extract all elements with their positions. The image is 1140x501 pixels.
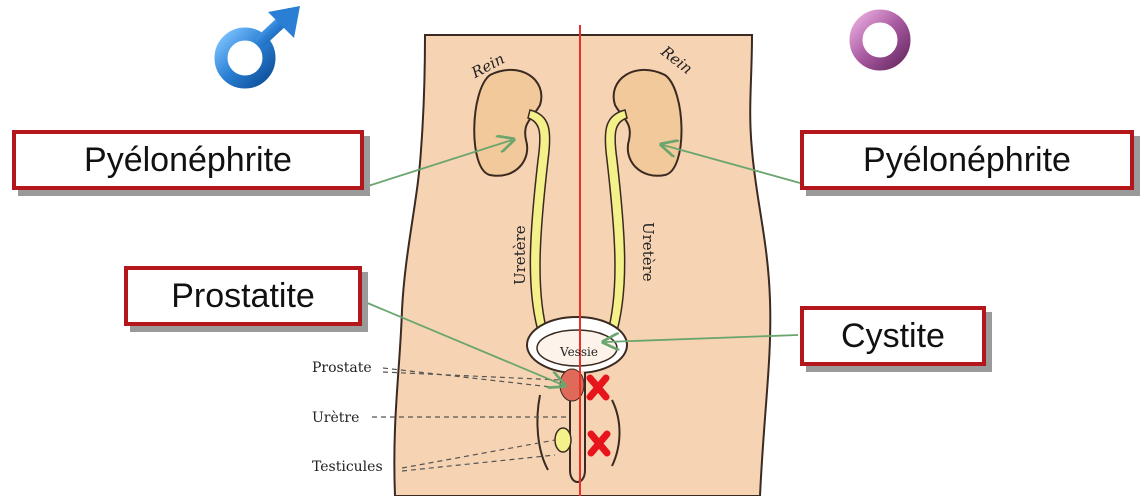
label-uretere-right: Uretère	[639, 222, 657, 282]
label-box-pyelonephrite-left: Pyélonéphrite	[12, 130, 364, 190]
pyelonephrite-right-text: Pyélonéphrite	[863, 141, 1071, 180]
label-box-pyelonephrite-right: Pyélonéphrite	[800, 130, 1134, 190]
male-symbol-icon	[221, 6, 300, 82]
female-symbol-icon	[856, 16, 904, 96]
label-box-prostatite: Prostatite	[124, 266, 362, 326]
label-vessie: Vessie	[559, 345, 598, 359]
testicle	[555, 428, 571, 452]
prostatite-text: Prostatite	[171, 277, 315, 316]
label-box-cystite: Cystite	[800, 306, 986, 366]
label-testicules: Testicules	[312, 459, 383, 475]
cystite-text: Cystite	[841, 317, 945, 356]
label-uretere-left: Uretère	[511, 225, 529, 285]
pyelonephrite-left-text: Pyélonéphrite	[84, 141, 292, 180]
label-uretre: Urètre	[312, 410, 359, 426]
label-prostate: Prostate	[312, 360, 372, 376]
